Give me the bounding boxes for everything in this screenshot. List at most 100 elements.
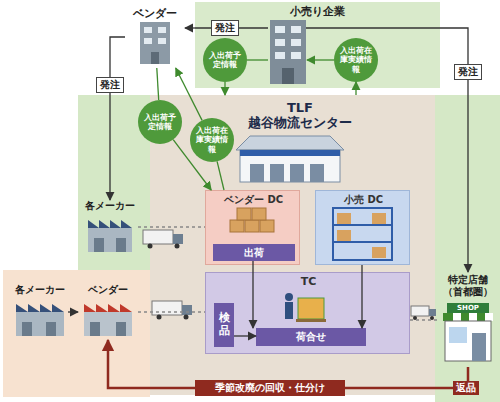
truck-cab [429,309,436,316]
connector [361,265,362,328]
connector [110,37,125,200]
info-circle: 入出荷予定情報 [203,38,247,82]
order-line [306,27,440,28]
info-circle: 入出荷予定情報 [138,100,182,144]
truck-cab [182,305,192,315]
connector [157,68,159,100]
node-text: 入出荷在庫実績情報 [338,46,374,74]
wheel [413,316,417,320]
node-text: 小売 DC [316,194,411,206]
shop-node: 特定店舗 （首都圏） [438,272,498,367]
connector [173,140,211,190]
node-text: 各メーカー [82,200,138,212]
warehouse-icon [240,150,340,182]
window [158,27,166,33]
truck-body [152,301,182,315]
door [282,68,294,84]
awning-stripe [469,313,477,321]
door [116,238,126,252]
cargo-box [372,213,386,224]
shop-band [435,95,500,402]
window [275,39,285,46]
window [291,52,301,59]
cargo-box [245,220,259,232]
node-text: 入出荷予定情報 [142,113,178,131]
factory-roof [88,220,132,228]
window [158,38,166,44]
window [144,38,152,44]
order-line [195,27,268,28]
wheel [148,244,153,249]
cargo-box [372,247,386,258]
node-text: 各メーカー [12,284,68,296]
pallet [296,319,326,322]
cargo-box [252,208,266,220]
window [275,26,285,33]
node-text: 特定店舗 （首都圏） [438,274,498,297]
shop-window [449,327,467,343]
connector [108,340,468,388]
cargo-box [237,208,251,220]
door [116,322,126,336]
truck-cab [173,234,183,244]
cargo-box [260,220,274,232]
window [275,52,285,59]
truck-body [411,306,429,316]
connector [217,161,224,190]
process-bar: 検品 [214,303,234,347]
node-text: 出荷 [214,247,294,259]
wheel [157,315,162,320]
shop-awning [443,313,493,321]
connector [440,28,468,272]
vendor-node: ベンダー [78,284,138,340]
warehouse-roof [236,136,344,150]
connector [138,226,205,227]
wheel [184,315,189,320]
connector [224,82,225,95]
node-text: 小売り企業 [195,6,440,19]
warehouse-stripe [240,150,340,156]
logistics-center: TLF 越谷物流センター入出荷予定情報入出荷在庫実績情報ベンダー DC出荷小売 … [150,95,435,395]
vendor-dc-box: ベンダー DC 出荷 [205,190,300,265]
rack-frame [333,208,392,260]
node-text: 入出荷予定情報 [207,51,243,69]
maker-node: 各メーカー [82,200,138,255]
rack-shelf [333,241,392,243]
cargo-box [337,213,351,224]
process-bar: 出荷 [213,244,295,261]
shop-icon [445,321,491,361]
cargo-box [337,230,351,241]
company-band: 小売り企業入出荷予定情報 入出荷在庫実績情報 [195,2,440,88]
dock-door [290,164,304,182]
connector [355,82,356,95]
tc-box: TC 検品荷合せ [205,272,410,354]
node-text: ベンダー DC [206,194,301,206]
window [291,39,301,46]
dock-door [310,164,324,182]
node-text: TC [286,276,331,289]
door [90,322,100,336]
connector [252,261,253,328]
connector [138,311,205,312]
worker-body [285,302,293,319]
edge-label: 返品 [453,381,479,395]
maker-node: 各メーカー [12,284,68,340]
cargo-box [230,220,244,232]
door [94,238,104,252]
factory-icon [88,228,132,252]
building-icon [140,22,170,64]
shop-sign: SHOP [447,303,489,313]
building-icon [270,20,306,84]
info-line [307,59,334,60]
node-text: 入出荷在庫実績情報 [194,126,230,154]
edge-label: 発注 [454,64,482,80]
truck-body [143,230,173,244]
pallet-load [298,298,324,319]
process-bar: 荷合せ [256,328,366,346]
info-circle: 入出荷在庫実績情報 [334,38,378,82]
edge-label: 発注 [96,77,124,93]
building-node: ベンダー [125,8,185,68]
retail-dc-box: 小売 DC [315,190,410,265]
